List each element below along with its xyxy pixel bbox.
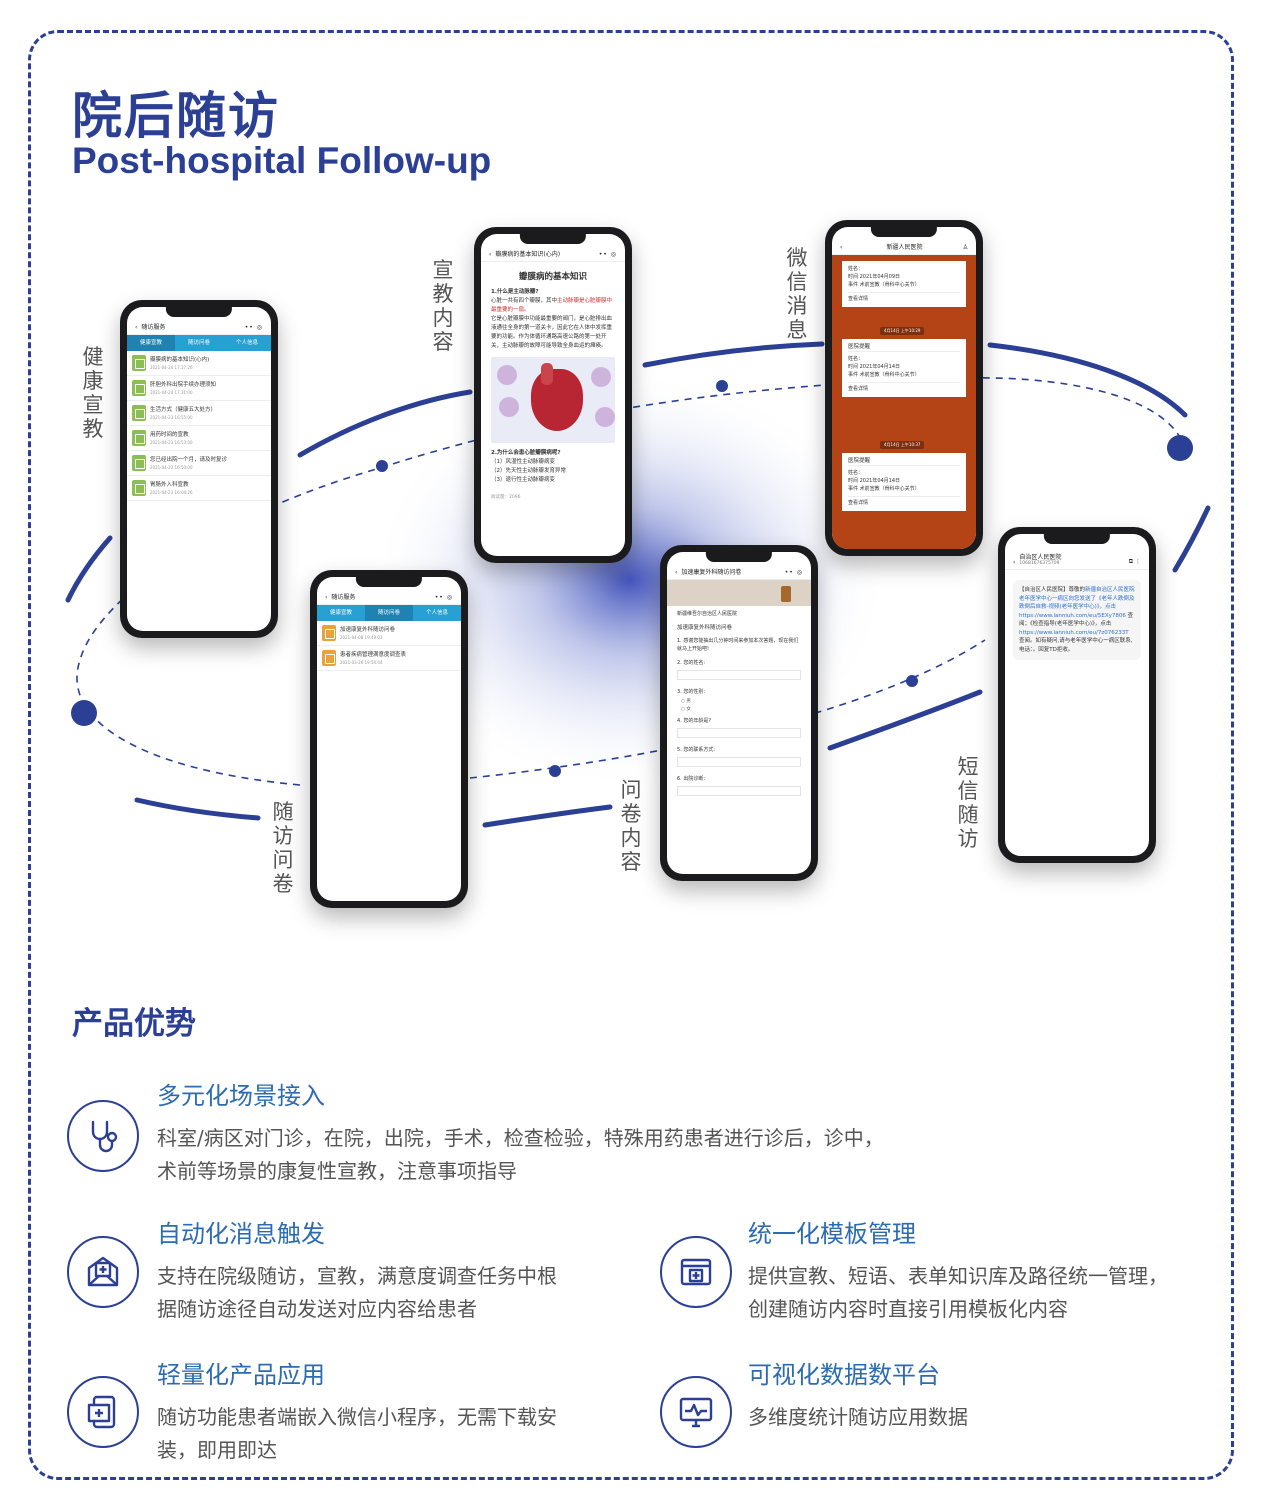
sms-sender: 自治区人民医院 [1019,554,1062,561]
form-title: 加速康复外科随访问卷 [677,625,733,631]
form-question: 6. 出院诊断: [677,776,706,782]
sms-link[interactable]: https://www.lanniuh.com/eu/7z076233T [1019,629,1129,636]
article-nav-title: 瓣膜病的基本知识(心内) [495,251,561,258]
list-item[interactable]: 生活方式（健康五大处方）2021-04-23 16:55:00 [127,401,271,426]
feature-title: 可视化数据数平台 [748,1361,940,1389]
phone-health-education: ‹随访服务•• ◎ 健康宣教 随访问卷 个人信息 瓣膜病的基本知识(心内)202… [120,300,278,638]
chat-timestamp: 4月14日 上午10:37 [880,441,925,449]
contact-field[interactable] [677,757,801,767]
label-questionnaire-content: 问卷内容 [620,778,642,874]
section-title: 产品优势 [72,1006,196,1042]
medical-mail-icon [67,1236,139,1308]
sms-link[interactable]: https://www.lanniuh.com/eu/5EXy7806 [1019,612,1126,619]
feature-desc: 提供宣教、短语、表单知识库及路径统一管理，创建随访内容时直接引用模板化内容 [748,1264,1168,1321]
article-p1b: 它是心脏瓣膜中功能最重要的阀门，是心脏排出血液通往全身的第一道关卡，因此它在人体… [491,316,613,349]
form-nav-title: 加速康复外科随访问卷 [681,569,742,576]
tab-health-education[interactable]: 健康宣教 [329,610,352,616]
feature-title: 轻量化产品应用 [157,1361,325,1389]
label-wechat-message: 微信消息 [786,246,808,342]
mobile-medical-icon [67,1376,139,1448]
feature-desc: 支持在院级随访，宣教，满意度调查任务中根据随访途径自动发送对应内容给患者 [157,1264,557,1321]
feature-title: 多元化场景接入 [157,1082,325,1110]
diagnosis-field[interactable] [677,786,801,796]
article-q1: 1.什么是主动脉瓣? [491,289,539,295]
feature-desc: 多维度统计随访应用数据 [748,1405,968,1429]
mini-app-title: 随访服务 [141,324,166,331]
read-count: 阅读量：2096 [491,495,521,500]
name-field[interactable] [677,670,801,680]
chat-timestamp: 4月14日 上午10:29 [880,327,925,335]
form-question: 4. 您的年龄是? [677,718,712,724]
label-education-content: 宣教内容 [432,258,454,354]
label-health-education: 健康宣教 [82,345,104,441]
age-field[interactable] [677,728,801,738]
page-subtitle: Post-hospital Follow-up [72,140,492,181]
article-list-item: （2）先天性主动脉瓣发育异常 [491,468,567,474]
heart-illustration [491,357,615,443]
stethoscope-icon [67,1100,139,1172]
article-list-item: （1）风湿性主动脉瓣病变 [491,459,556,465]
phone-wechat-messages: ‹新疆人民医院♙ 姓名： 时间 2021年04月09日 事件 术前宣教（骨科中心… [825,220,983,556]
feature-title: 统一化模板管理 [748,1220,916,1248]
sms-number: 10681676375709 [1019,561,1060,566]
sms-bubble: 【自治区人民医院】尊敬的新疆自治区人民医院老年医学中心一病区向您发送了《老年人跌… [1013,580,1141,660]
monitor-chart-icon [660,1376,732,1448]
form-question: 5. 您的联系方式: [677,747,716,753]
dashed-frame [28,30,1234,1480]
mini-app-title: 随访服务 [331,594,356,601]
tab-personal-info[interactable]: 个人信息 [235,340,258,346]
article-list-item: （3）退行性主动脉瓣病变 [491,477,556,483]
wechat-card[interactable]: 医院提醒 姓名： 时间 2021年04月14日 事件 术前宣教（骨科中心关节） … [842,453,966,511]
wechat-chat-area: 姓名： 时间 2021年04月09日 事件 术前宣教（骨科中心关节） 查看详情 … [832,255,976,549]
label-sms-followup: 短信随访 [957,755,979,851]
tab-health-education[interactable]: 健康宣教 [127,335,175,351]
form-question: 3. 您的性别: [677,689,706,695]
page-title: 院后随访 [72,87,280,145]
article-heading: 瓣膜病的基本知识 [518,272,587,282]
tab-questionnaire[interactable]: 随访问卷 [187,340,210,346]
feature-title: 自动化消息触发 [157,1220,325,1248]
list-item[interactable]: 瓣膜病的基本知识(心内)2021-04-24 17:37:26 [127,351,271,376]
phone-questionnaire-form: ‹加速康复外科随访问卷•• ◎ 新疆维吾尔自治区人民医院 加速康复外科随访问卷 … [660,545,818,881]
article-p1: 心脏一共有四个瓣膜，其中主动脉瓣是心脏瓣膜中最重要的一扇。 [491,298,613,313]
label-questionnaire: 随访问卷 [272,800,294,896]
tab-personal-info[interactable]: 个人信息 [425,610,448,616]
gender-female-radio[interactable]: ○ 女 [681,707,691,712]
form-banner [667,580,811,606]
form-intro: 1. 感谢您能抽出几分钟时间来参加本次答题，现在我们就马上开始吧! [677,638,799,652]
gender-male-radio[interactable]: ○ 男 [681,699,691,704]
article-q2: 2.为什么会患心脏瓣膜病呢? [491,450,561,456]
feature-desc: 随访功能患者端嵌入微信小程序，无需下载安装，即用即达 [157,1405,557,1462]
wechat-account-title: 新疆人民医院 [886,244,923,251]
tab-questionnaire[interactable]: 随访问卷 [365,605,413,621]
form-question: 2. 您的姓名: [677,660,706,666]
form-org: 新疆维吾尔自治区人民医院 [677,611,738,617]
feature-desc: 科室/病区对门诊，在院，出院，手术，检查检验，特殊用药患者进行诊后，诊中，术前等… [157,1126,884,1183]
wechat-card[interactable]: 医院提醒 姓名： 时间 2021年04月14日 事件 术前宣教（骨科中心关节） … [842,339,966,397]
phone-education-article: ‹瓣膜病的基本知识(心内)•• ◎ 瓣膜病的基本知识 1.什么是主动脉瓣? 心脏… [474,227,632,563]
wechat-card[interactable]: 姓名： 时间 2021年04月09日 事件 术前宣教（骨科中心关节） 查看详情 [842,261,966,307]
browser-plus-icon [660,1236,732,1308]
